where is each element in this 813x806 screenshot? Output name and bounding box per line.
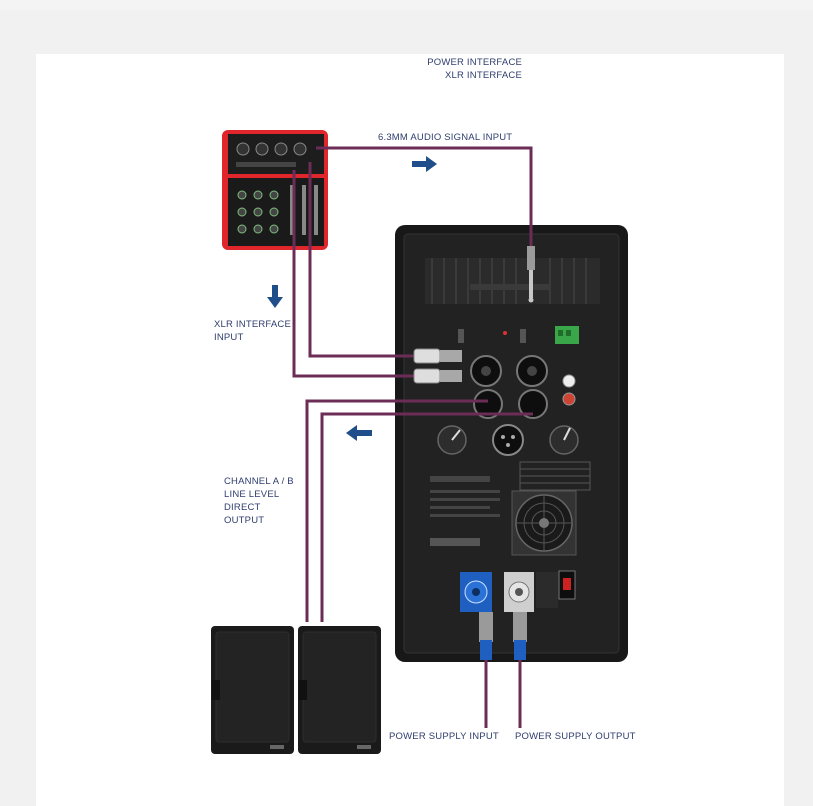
spec-table bbox=[519, 461, 591, 491]
led-indicator bbox=[503, 331, 507, 335]
channel-line4: OUTPUT bbox=[224, 515, 265, 526]
line-out-cable-2 bbox=[320, 412, 533, 622]
speaker-left bbox=[211, 626, 294, 754]
jack-plug bbox=[527, 246, 535, 303]
amplifier-panel bbox=[395, 225, 628, 662]
power-xlr-interface-label: POWER INTERFACE XLR INTERFACE bbox=[427, 56, 522, 82]
power-switch bbox=[558, 570, 576, 600]
xlr-interface-input-line2: INPUT bbox=[214, 332, 244, 343]
xlr-interface-label: XLR INTERFACE bbox=[445, 70, 523, 81]
arrow-right-icon bbox=[412, 156, 437, 172]
power-supply-output-label: POWER SUPPLY OUTPUT bbox=[515, 731, 636, 742]
power-supply-input-label: POWER SUPPLY INPUT bbox=[389, 731, 499, 742]
link-out-xlr bbox=[492, 424, 524, 456]
top-strip bbox=[0, 0, 813, 10]
cert-marks bbox=[430, 538, 480, 546]
heat-sink bbox=[425, 258, 600, 304]
level-knobs bbox=[437, 425, 579, 455]
powercon-out-plug bbox=[513, 612, 527, 660]
arrow-left-icon bbox=[346, 425, 372, 441]
channel-line-output-label: CHANNEL A / B LINE LEVEL DIRECT OUTPUT bbox=[224, 475, 294, 527]
audio-signal-cable bbox=[316, 146, 533, 262]
channel-line1: CHANNEL A / B bbox=[224, 476, 294, 487]
rca-jack-white bbox=[562, 374, 576, 388]
powercon-in-plug bbox=[479, 612, 493, 660]
xlr-plug-2 bbox=[413, 368, 462, 384]
combo-jacks bbox=[470, 355, 548, 419]
audio-signal-input-label: 6.3MM AUDIO SIGNAL INPUT bbox=[378, 132, 513, 143]
xlr-plug-1 bbox=[413, 348, 462, 364]
cables bbox=[292, 146, 533, 728]
line-out-cable-1 bbox=[305, 399, 488, 622]
sensitivity-switch bbox=[520, 329, 526, 343]
audio-mixer bbox=[222, 130, 328, 250]
arrow-down-icon bbox=[267, 285, 283, 308]
mode-switch bbox=[458, 329, 464, 343]
fuse-label bbox=[536, 572, 558, 608]
green-terminal-block bbox=[555, 326, 579, 344]
xlr-interface-input-line1: XLR INTERFACE bbox=[214, 319, 292, 330]
powercon-in-socket bbox=[460, 572, 492, 612]
rca-jack-red bbox=[562, 392, 576, 406]
xlr-input-cable-1 bbox=[308, 162, 420, 358]
powercon-out-socket bbox=[504, 572, 534, 612]
xlr-interface-input-label: XLR INTERFACE INPUT bbox=[214, 318, 291, 344]
speaker-right bbox=[298, 626, 381, 754]
cooling-fan bbox=[511, 490, 577, 556]
power-interface-label: POWER INTERFACE bbox=[427, 57, 523, 68]
panel-specs bbox=[430, 476, 490, 482]
xlr-input-cable-2 bbox=[292, 170, 420, 378]
channel-line2: LINE LEVEL bbox=[224, 489, 280, 500]
channel-line3: DIRECT bbox=[224, 502, 261, 513]
